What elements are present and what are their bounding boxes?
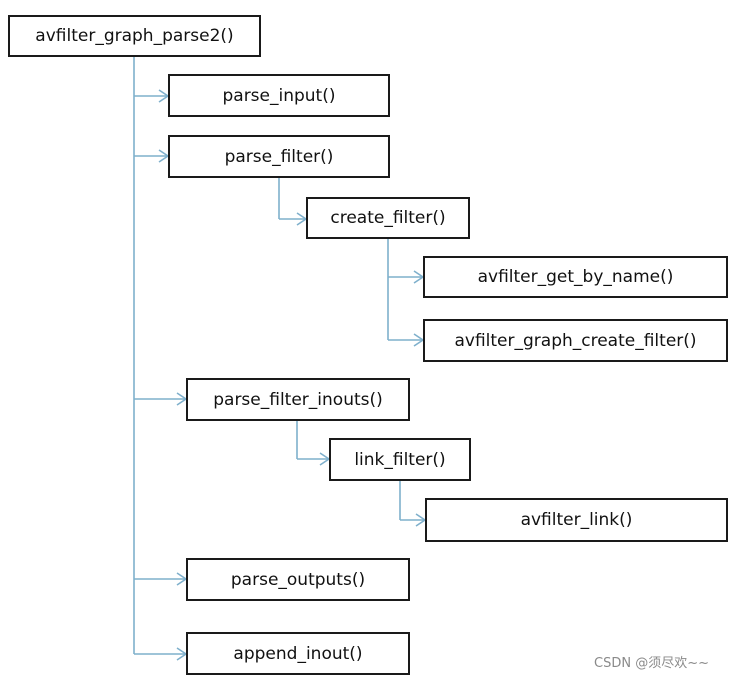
node-label: append_inout() bbox=[233, 643, 363, 664]
node-parse-filter-inouts: parse_filter_inouts() bbox=[186, 378, 410, 421]
node-create-filter: create_filter() bbox=[306, 197, 470, 239]
watermark: CSDN @须尽欢~~ bbox=[594, 656, 709, 671]
node-parse-input: parse_input() bbox=[168, 74, 390, 117]
node-label: avfilter_get_by_name() bbox=[477, 267, 674, 287]
node-link-filter: link_filter() bbox=[329, 438, 471, 481]
node-label: parse_outputs() bbox=[230, 569, 366, 590]
node-parse-outputs: parse_outputs() bbox=[186, 558, 410, 601]
node-label: parse_filter() bbox=[224, 146, 334, 167]
node-avfilter-graph-parse2: avfilter_graph_parse2() bbox=[8, 15, 261, 57]
node-parse-filter: parse_filter() bbox=[168, 135, 390, 178]
node-avfilter-link: avfilter_link() bbox=[425, 498, 728, 542]
node-label: avfilter_graph_parse2() bbox=[35, 26, 234, 46]
node-label: create_filter() bbox=[330, 208, 446, 228]
node-label: parse_filter_inouts() bbox=[213, 389, 383, 410]
node-avfilter-graph-create-filter: avfilter_graph_create_filter() bbox=[423, 319, 728, 362]
node-label: avfilter_link() bbox=[520, 510, 633, 530]
node-avfilter-get-by-name: avfilter_get_by_name() bbox=[423, 256, 728, 298]
node-append-inout: append_inout() bbox=[186, 632, 410, 675]
node-label: link_filter() bbox=[354, 449, 446, 470]
node-label: parse_input() bbox=[222, 85, 336, 106]
node-label: avfilter_graph_create_filter() bbox=[454, 330, 697, 351]
